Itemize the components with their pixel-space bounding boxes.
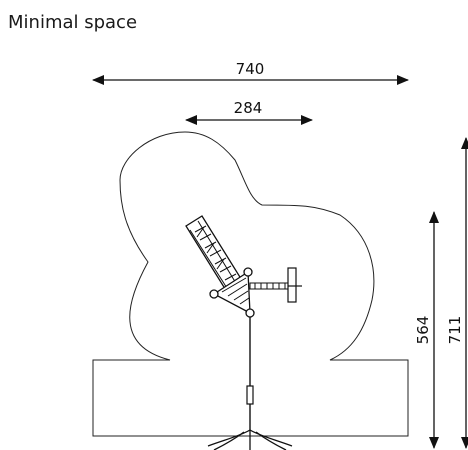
slide-ladder (185, 215, 249, 301)
platform (212, 270, 251, 315)
bridge-arm (249, 267, 302, 303)
inner-width-label: 284 (234, 99, 263, 117)
post-top (243, 267, 253, 277)
post-left (209, 289, 219, 299)
total-height-label: 711 (446, 316, 464, 345)
spinner-legs (207, 429, 293, 450)
safety-zone-outline (92, 131, 409, 437)
total-width-label: 740 (236, 60, 265, 78)
play-equipment-drawing (185, 215, 302, 450)
diagram-title: Minimal space (8, 12, 138, 33)
pole-connector (246, 385, 254, 405)
post-bottom (245, 308, 255, 318)
inner-height-label: 564 (414, 316, 432, 345)
